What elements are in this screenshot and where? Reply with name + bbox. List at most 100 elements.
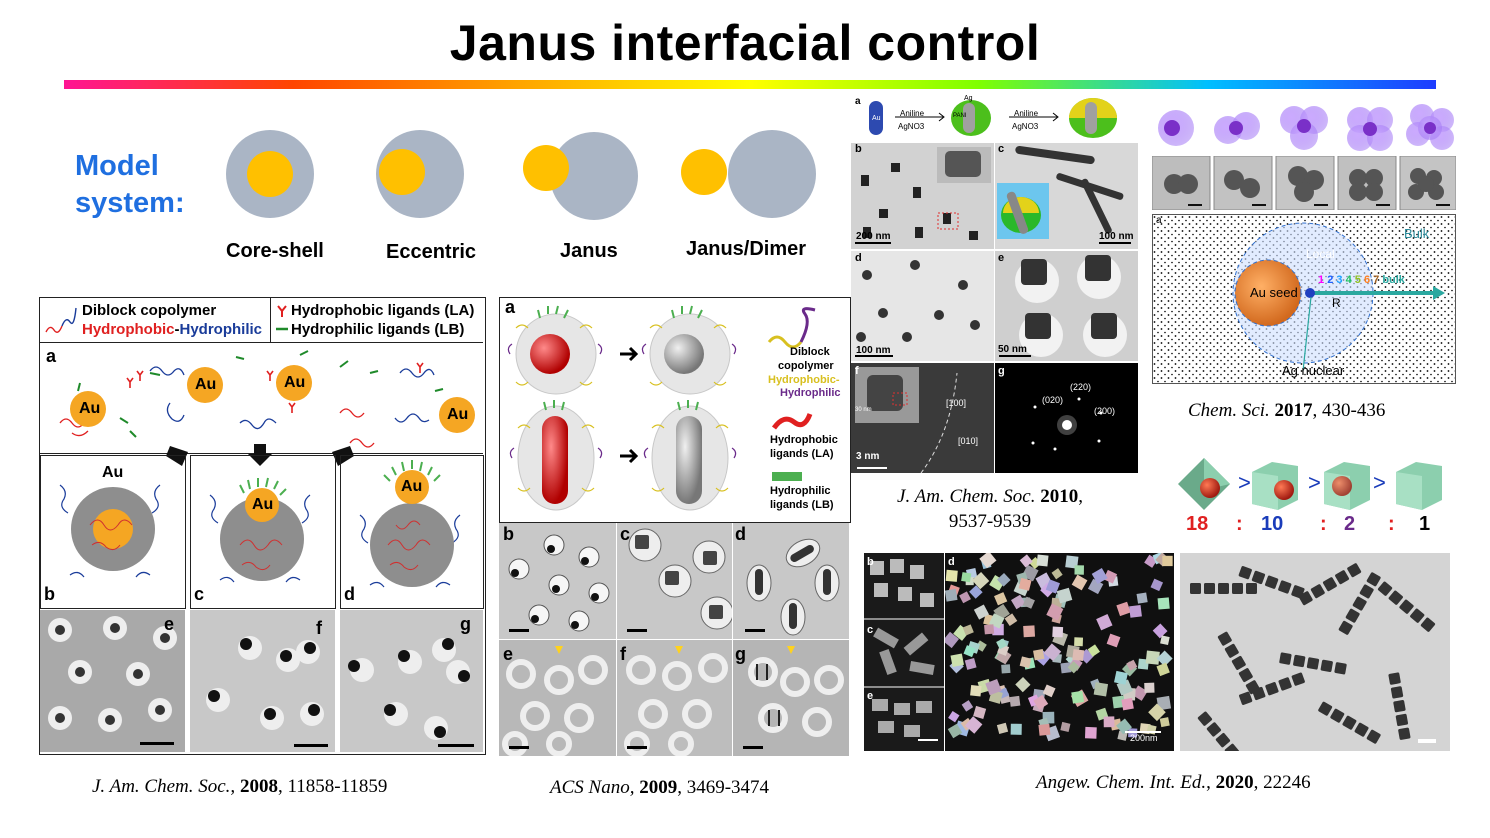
tem-cube xyxy=(1246,583,1257,594)
sem-particle xyxy=(961,572,972,583)
model-system-label: Model system: xyxy=(75,150,185,219)
panel5-label-e: e xyxy=(867,690,874,702)
cite4-year: 2017 xyxy=(1274,400,1313,421)
lb-legend-1: Hydrophilic xyxy=(770,485,831,497)
tem-scalebar xyxy=(1418,739,1436,743)
sem-particle xyxy=(1096,614,1113,631)
sem-particle xyxy=(1106,633,1121,648)
cite1-pages: , 11858-11859 xyxy=(277,776,388,797)
sem5-d xyxy=(942,551,1174,751)
sem-particle xyxy=(963,645,976,658)
panel4-cluster-row xyxy=(1158,104,1454,151)
panel1-label-g: g xyxy=(460,614,471,634)
sem-particle xyxy=(944,588,958,602)
tem-cube xyxy=(1399,599,1414,614)
sem-particle xyxy=(1009,695,1021,707)
ratio-colon-3: : xyxy=(1388,513,1395,535)
shell-5: 5 xyxy=(1354,274,1361,286)
legend-hydro-line: Hydrophobic-Hydrophilic xyxy=(82,321,262,338)
panel3-au: Au xyxy=(872,115,881,122)
tem-cube xyxy=(1347,563,1362,578)
au-seed-label: Au seed xyxy=(1250,285,1298,300)
sem-particle xyxy=(992,623,1004,636)
tem-cube xyxy=(1420,617,1436,632)
au-a3: Au xyxy=(284,374,306,391)
tem2-d xyxy=(733,523,849,639)
sem-particle xyxy=(1091,568,1108,584)
sem-particle xyxy=(1084,726,1097,739)
agno3-1: AgNO3 xyxy=(898,122,925,131)
scale-100nm-d: 100 nm xyxy=(856,345,891,356)
spot-200: (200) xyxy=(1094,406,1116,416)
tem-cube xyxy=(1298,591,1313,606)
tem2-c xyxy=(617,523,734,639)
tem-cube xyxy=(1204,583,1215,594)
sem-particle xyxy=(942,631,959,649)
panel2-label-e: e xyxy=(503,644,514,664)
tem-cube xyxy=(1252,686,1266,701)
hydrophobic-word: Hydrophobic- xyxy=(768,374,840,386)
sem-particle xyxy=(959,591,971,604)
panel1-a-scheme xyxy=(59,350,475,448)
sem-particle xyxy=(1112,695,1126,709)
au-a4: Au xyxy=(447,406,469,423)
tem-image-e xyxy=(40,610,185,752)
panel1-label-f: f xyxy=(316,618,322,638)
sem-particle xyxy=(1144,682,1155,693)
tem3-d xyxy=(851,251,994,361)
sem-particle xyxy=(1036,554,1049,567)
scale-3nm: 3 nm xyxy=(856,451,880,462)
panel1-bcd-scheme xyxy=(59,460,461,588)
label-core-shell: Core-shell xyxy=(226,240,324,262)
sem-particle xyxy=(1045,579,1060,594)
panel3-label-e: e xyxy=(998,252,1005,264)
au-a1: Au xyxy=(79,400,101,417)
sem-particle xyxy=(950,653,964,667)
panel1-label-b: b xyxy=(44,584,55,604)
tem-cube xyxy=(1306,657,1320,670)
tem-cube xyxy=(1345,608,1360,623)
legend-dash: - xyxy=(174,321,180,338)
citation-jacs-2008: J. Am. Chem. Soc., 2008, 11858-11859 xyxy=(92,776,387,798)
cite3-pages2: 9537-9539 xyxy=(948,511,1032,532)
shell-6: 6 xyxy=(1363,274,1371,286)
panel1-label-a: a xyxy=(46,346,57,366)
panel3-label-d: d xyxy=(855,252,862,264)
tem-cube xyxy=(1366,572,1381,587)
sem-particle xyxy=(996,572,1011,587)
sem-particle xyxy=(1157,597,1170,610)
cite2-pages: , 3469-3474 xyxy=(677,777,770,798)
tem-cube xyxy=(1320,659,1333,673)
sem-particle xyxy=(1126,659,1138,671)
au-a2: Au xyxy=(195,376,217,393)
citation-acsnano-2009: ACS Nano, 2009, 3469-3474 xyxy=(550,777,769,799)
label-janus-dimer: Janus/Dimer xyxy=(686,238,807,260)
ag-label: Ag xyxy=(964,95,973,102)
ratio-colon-2: : xyxy=(1320,513,1327,535)
la-legend-1: Hydrophobic xyxy=(770,434,838,446)
citation-angew-2020: Angew. Chem. Int. Ed., 2020, 22246 xyxy=(1036,772,1311,793)
panel3-label-f: f xyxy=(855,365,859,377)
panel2-label-g: g xyxy=(735,644,746,664)
sem-particle xyxy=(1150,578,1164,592)
panel3-label-g: g xyxy=(998,365,1005,377)
tem2-e xyxy=(499,640,616,757)
gt-2: > xyxy=(1308,470,1321,495)
tem-cube xyxy=(1238,668,1253,683)
tem-cube xyxy=(1393,700,1406,713)
aniline-1: Aniline xyxy=(900,109,925,118)
tem-image-g xyxy=(340,610,483,752)
tem-cube xyxy=(1206,722,1222,737)
sem-particle xyxy=(964,658,977,670)
tem2-f xyxy=(617,640,732,757)
cite3-year: 2010 xyxy=(1040,486,1079,507)
model-system-diagram xyxy=(226,130,816,220)
spot-220: (220) xyxy=(1070,382,1092,392)
sem-scalebar xyxy=(1125,731,1161,733)
panel5-shape-row xyxy=(1178,458,1442,510)
tem-cube xyxy=(1342,715,1357,730)
panel5-label-c: c xyxy=(867,624,874,636)
tem-cube xyxy=(1359,584,1374,599)
sem-particle xyxy=(1093,682,1109,697)
scale-200nm: 200 nm xyxy=(856,231,891,242)
